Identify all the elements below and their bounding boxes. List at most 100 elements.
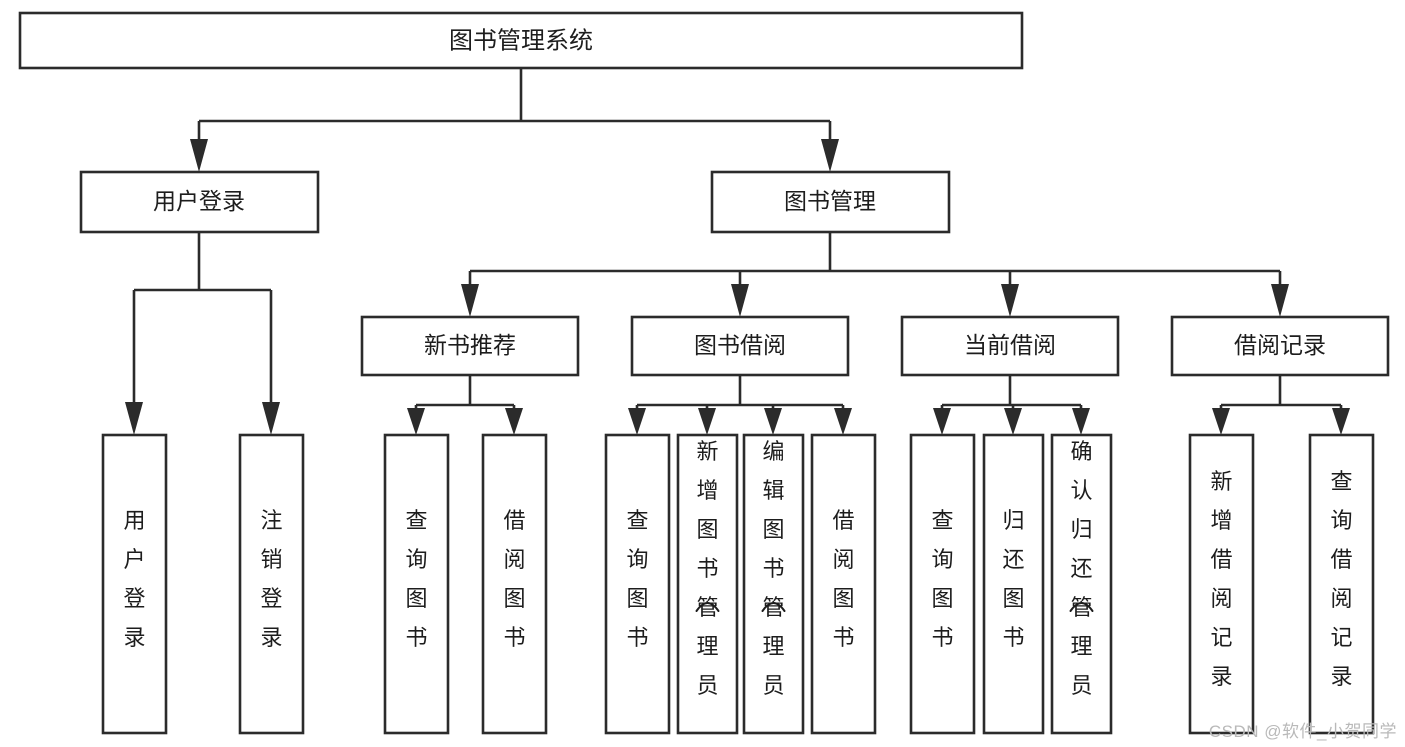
leaf-node[interactable]: 新增图书管理员 [676,433,739,747]
leaf-node-label: 查询图书 [626,508,648,650]
leaf-node[interactable]: 借阅图书 [810,433,877,735]
leaf-node-box[interactable] [481,433,548,735]
leaf-node-box[interactable] [982,433,1045,735]
leaf-label-char: 管 [696,595,718,620]
leaf-label-char: 录 [260,625,282,650]
leaf-node[interactable]: 查询图书 [909,433,976,735]
node-borrow-record[interactable]: 借阅记录 [1170,315,1390,377]
leaf-label-char: 用 [123,508,145,533]
leaf-node[interactable]: 查询图书 [604,433,671,735]
leaf-label-char: 归 [1070,517,1092,542]
leaf-label-char: 员 [762,673,784,698]
leaf-node-label: 归还图书 [1002,508,1024,650]
leaf-label-char: 阅 [832,547,854,572]
leaf-node[interactable]: 借阅图书 [481,433,548,735]
leaf-label-char: 书 [832,625,854,650]
leaf-node-box[interactable] [1188,433,1255,735]
leaf-label-char: 阅 [503,547,525,572]
leaf-label-char: 还 [1070,556,1092,581]
leaf-label-char: 理 [762,634,784,659]
node-new-book-recommend-box[interactable] [360,315,580,377]
leaf-label-char: 阅 [1330,586,1352,611]
arrow-head-user-login [190,139,208,172]
leaf-node[interactable]: 新增借阅记录 [1188,433,1255,735]
leaf-node-label: 注销登录 [260,508,282,650]
arrow-head-current-borrow [1001,284,1019,317]
leaf-label-char: 查 [626,508,648,533]
leaf-label-bracket [1069,602,1094,612]
arrow-head-leaf-add-book [698,408,716,435]
leaf-node-label: 用户登录 [123,508,145,650]
arrow-head-leaf-confirm-return [1072,408,1090,435]
leaf-node[interactable]: 查询借阅记录 [1308,433,1375,735]
leaf-node[interactable]: 确认归还管理员 [1050,433,1113,747]
leaf-label-char: 录 [1210,664,1232,689]
node-book-management-box[interactable] [710,170,951,234]
node-book-management[interactable]: 图书管理 [710,170,951,234]
leaf-node-layer: 用户登录注销登录查询图书借阅图书查询图书新增图书管理员编辑图书管理员借阅图书查询… [101,433,1375,747]
arrow-head-leaf-return-book [1004,408,1022,435]
leaf-label-bracket [761,602,786,612]
leaf-label-char: 书 [405,625,427,650]
leaf-label-char: 归 [1002,508,1024,533]
node-new-book-recommend[interactable]: 新书推荐 [360,315,580,377]
leaf-label-char: 记 [1330,625,1352,650]
leaf-node-box[interactable] [383,433,450,735]
node-current-borrow-box[interactable] [900,315,1120,377]
node-user-login-box[interactable] [79,170,320,234]
leaf-label-bracket [695,602,720,612]
leaf-node[interactable]: 注销登录 [238,433,305,735]
leaf-label-char: 查 [1330,469,1352,494]
arrow-head-leaf-edit-book [764,408,782,435]
arrow-head-leaf-user-login [125,402,143,435]
leaf-label-char: 询 [1330,508,1352,533]
leaf-label-char: 登 [260,586,282,611]
arrow-head-book-mgmt [821,139,839,172]
leaf-node-box[interactable] [742,433,805,735]
leaf-label-char: 借 [832,508,854,533]
leaf-label-char: 图 [503,586,525,611]
leaf-label-char: 书 [626,625,648,650]
leaf-node-box[interactable] [909,433,976,735]
arrow-head-leaf-query-book-3 [933,408,951,435]
leaf-label-char: 增 [696,478,718,503]
leaf-label-char: 询 [405,547,427,572]
node-user-login-label: 用户登录 [153,188,245,214]
leaf-node[interactable]: 归还图书 [982,433,1045,735]
leaf-node-box[interactable] [676,433,739,735]
leaf-label-char: 借 [1210,547,1232,572]
node-root[interactable]: 图书管理系统 [18,11,1024,70]
arrow-head-leaf-add-record [1212,408,1230,435]
node-root-box[interactable] [18,11,1024,70]
leaf-label-char: 书 [1002,625,1024,650]
node-book-borrow-label: 图书借阅 [694,332,786,358]
leaf-node-box[interactable] [1308,433,1375,735]
node-user-login[interactable]: 用户登录 [79,170,320,234]
leaf-node[interactable]: 查询图书 [383,433,450,735]
leaf-label-char: 理 [1070,634,1092,659]
leaf-node-box[interactable] [101,433,168,735]
arrow-head-leaf-query-book-1 [407,408,425,435]
node-borrow-record-box[interactable] [1170,315,1390,377]
leaf-node-label: 新增图书管理员 [696,439,718,698]
leaf-label-char: 管 [1070,595,1092,620]
leaf-node[interactable]: 用户登录 [101,433,168,735]
leaf-label-char: 询 [931,547,953,572]
leaf-label-char: 借 [1330,547,1352,572]
leaf-node-box[interactable] [810,433,877,735]
node-book-borrow-box[interactable] [630,315,850,377]
node-book-borrow[interactable]: 图书借阅 [630,315,850,377]
leaf-node[interactable]: 编辑图书管理员 [742,433,805,747]
leaf-label-char: 增 [1210,508,1232,533]
leaf-node-box[interactable] [1050,433,1113,735]
leaf-node-box[interactable] [604,433,671,735]
node-current-borrow[interactable]: 当前借阅 [900,315,1120,377]
leaf-node-box[interactable] [238,433,305,735]
arrow-head-new-book [461,284,479,317]
leaf-label-char: 编 [762,439,784,464]
leaf-label-char: 图 [405,586,427,611]
leaf-label-char: 登 [123,586,145,611]
leaf-label-char: 询 [626,547,648,572]
node-book-management-label: 图书管理 [784,188,876,214]
